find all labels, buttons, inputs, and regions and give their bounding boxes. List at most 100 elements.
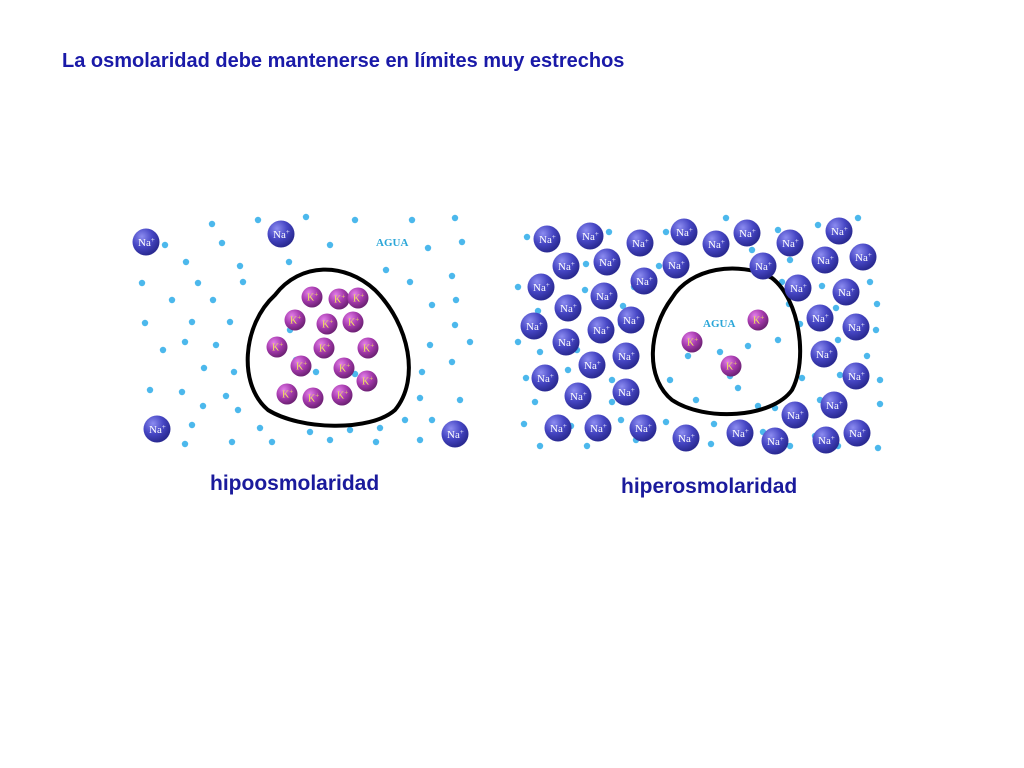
sodium-ion: Na+ [143, 415, 171, 443]
water-molecule [754, 402, 762, 410]
sodium-label: Na+ [831, 225, 848, 238]
potassium-label: K+ [363, 342, 374, 355]
sodium-label: Na+ [582, 230, 599, 243]
water-molecule [256, 424, 264, 432]
potassium-label: K+ [272, 341, 283, 354]
sodium-ion: Na+ [544, 414, 572, 442]
potassium-ion: K+ [747, 309, 769, 331]
potassium-ion: K+ [357, 337, 379, 359]
potassium-ion: K+ [331, 384, 353, 406]
water-molecule [748, 246, 756, 254]
water-molecule [178, 388, 186, 396]
water-molecule [408, 216, 416, 224]
ions-group: Na+Na+Na+Na+K+K+K+K+K+K+K+K+K+K+K+K+K+K+… [132, 220, 469, 448]
sodium-ion: Na+ [520, 312, 548, 340]
sodium-label: Na+ [708, 238, 725, 251]
potassium-label: K+ [362, 375, 373, 388]
water-molecule [188, 421, 196, 429]
water-molecule [873, 300, 881, 308]
sodium-ion: Na+ [672, 424, 700, 452]
water-molecule [710, 420, 718, 428]
water-molecule [161, 241, 169, 249]
sodium-label: Na+ [584, 359, 601, 372]
sodium-label: Na+ [676, 226, 693, 239]
water-molecule [209, 296, 217, 304]
sodium-ion: Na+ [441, 420, 469, 448]
sodium-label: Na+ [816, 348, 833, 361]
sodium-label: Na+ [790, 282, 807, 295]
potassium-ion: K+ [356, 370, 378, 392]
sodium-label: Na+ [550, 422, 567, 435]
sodium-label: Na+ [570, 390, 587, 403]
sodium-ion: Na+ [670, 218, 698, 246]
sodium-label: Na+ [533, 281, 550, 294]
water-molecule [514, 283, 522, 291]
sodium-ion: Na+ [578, 351, 606, 379]
water-molecule [582, 260, 590, 268]
sodium-ion: Na+ [612, 342, 640, 370]
sodium-label: Na+ [618, 350, 635, 363]
water-molecule [194, 279, 202, 287]
sodium-label: Na+ [826, 399, 843, 412]
water-molecule [138, 279, 146, 287]
water-molecule [534, 307, 542, 315]
sodium-ion: Na+ [825, 217, 853, 245]
water-molecule [818, 282, 826, 290]
potassium-label: K+ [337, 389, 348, 402]
sodium-label: Na+ [848, 321, 865, 334]
water-molecule [228, 438, 236, 446]
sodium-label: Na+ [537, 372, 554, 385]
water-molecule [226, 318, 234, 326]
sodium-label: Na+ [855, 251, 872, 264]
sodium-label: Na+ [526, 320, 543, 333]
caption-hypoosmolarity: hipoosmolaridad [210, 472, 380, 495]
sodium-ion: Na+ [842, 362, 870, 390]
sodium-label: Na+ [755, 260, 772, 273]
cell-membrane [650, 266, 803, 417]
sodium-ion: Na+ [849, 243, 877, 271]
potassium-label: K+ [319, 342, 330, 355]
water-molecule [458, 238, 466, 246]
water-molecule [168, 296, 176, 304]
water-molecule [854, 214, 862, 222]
water-label: AGUA [376, 237, 408, 249]
sodium-label: Na+ [560, 302, 577, 315]
water-molecule [876, 376, 884, 384]
potassium-ion: K+ [302, 387, 324, 409]
water-molecule [581, 286, 589, 294]
potassium-label: K+ [726, 360, 737, 373]
sodium-ion: Na+ [554, 294, 582, 322]
water-molecule [424, 244, 432, 252]
water-molecule [188, 318, 196, 326]
hyperosmolarity-panel: Na+ Na+ Na+ Na+ Na+ Na+ Na+ Na+ Na+ Na+ Na+ Na+ Na+ N… [514, 214, 884, 455]
sodium-ion: Na+ [629, 414, 657, 442]
water-molecule [212, 341, 220, 349]
water-molecule [141, 319, 149, 327]
sodium-ion: Na+ [612, 378, 640, 406]
sodium-ion: Na+ [552, 252, 580, 280]
caption-hyperosmolarity: hiperosmolaridad [621, 475, 798, 498]
water-molecule [583, 442, 591, 450]
water-molecule [684, 352, 692, 360]
water-molecule [514, 338, 522, 346]
sodium-ion: Na+ [630, 267, 658, 295]
potassium-label: K+ [753, 314, 764, 327]
water-molecule [236, 262, 244, 270]
sodium-ion: Na+ [576, 222, 604, 250]
water-molecule [786, 256, 794, 264]
sodium-label: Na+ [739, 227, 756, 240]
sodium-label: Na+ [818, 434, 835, 447]
sodium-ion: Na+ [533, 225, 561, 253]
water-molecule [716, 348, 724, 356]
potassium-ion: K+ [720, 355, 742, 377]
water-molecule [428, 416, 436, 424]
sodium-ion: Na+ [584, 414, 612, 442]
sodium-label: Na+ [623, 314, 640, 327]
potassium-ion: K+ [313, 337, 335, 359]
sodium-ion: Na+ [843, 419, 871, 447]
sodium-ion: Na+ [810, 340, 838, 368]
cell-membrane [245, 267, 411, 428]
water-molecule [876, 400, 884, 408]
water-molecule [222, 392, 230, 400]
